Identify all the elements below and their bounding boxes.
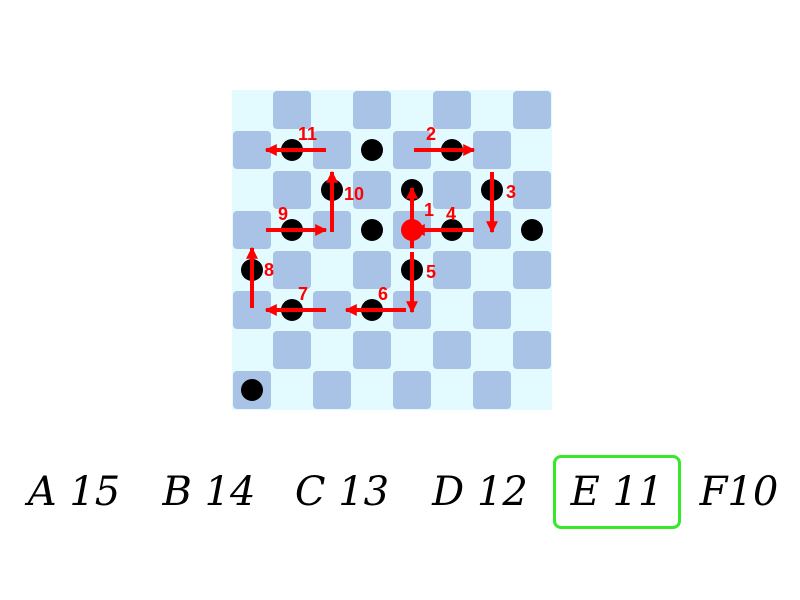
board-cell — [352, 370, 392, 410]
board-cell-dark — [313, 131, 351, 169]
board-cell — [232, 170, 272, 210]
board-cell — [232, 330, 272, 370]
board-cell-dark — [433, 331, 471, 369]
board-cell-dark — [313, 291, 351, 329]
board-cell — [512, 370, 552, 410]
answer-option-b[interactable]: B 14 — [162, 469, 256, 515]
answer-option-a[interactable]: A 15 — [27, 469, 121, 515]
board-cell — [312, 250, 352, 290]
board-cell — [432, 370, 472, 410]
answer-option-e[interactable]: E 11 — [553, 455, 681, 529]
answer-option-c[interactable]: C 13 — [294, 469, 390, 515]
board-cell-dark — [273, 171, 311, 209]
board-cell-dark — [433, 171, 471, 209]
move-label: 2 — [426, 124, 436, 144]
move-label: 10 — [344, 184, 364, 204]
board-cell-dark — [273, 251, 311, 289]
board-cell — [512, 290, 552, 330]
board-cell-dark — [433, 251, 471, 289]
answer-option-d[interactable]: D 12 — [432, 469, 528, 515]
board-cell-dark — [473, 291, 511, 329]
board-cell-dark — [353, 251, 391, 289]
puzzle-board: 1 2 3 4 5 6 7 8 9 10 11 — [232, 90, 552, 410]
board-cell-dark — [273, 331, 311, 369]
board-cell-dark — [353, 171, 391, 209]
board-cell-dark — [513, 331, 551, 369]
black-piece — [361, 219, 383, 241]
board-cell — [432, 290, 472, 330]
black-piece — [361, 139, 383, 161]
board-cell — [312, 330, 352, 370]
board-cell — [392, 330, 432, 370]
move-label: 8 — [264, 260, 274, 280]
move-label: 7 — [298, 284, 308, 304]
board-cell-dark — [433, 91, 471, 129]
board-cell — [392, 90, 432, 130]
board-cell-dark — [233, 131, 271, 169]
board-cell — [472, 90, 512, 130]
board-cell-dark — [513, 171, 551, 209]
board-cell — [232, 90, 272, 130]
board-cell-dark — [513, 251, 551, 289]
board-cell — [512, 130, 552, 170]
board-cell-dark — [313, 371, 351, 409]
board-cell-dark — [233, 211, 271, 249]
black-piece — [521, 219, 543, 241]
answer-option-f[interactable]: F10 — [699, 469, 779, 515]
board-cell — [312, 90, 352, 130]
board-cell — [472, 330, 512, 370]
board-cell-dark — [473, 131, 511, 169]
board-cell-dark — [273, 91, 311, 129]
move-label: 1 — [424, 200, 434, 220]
board-cell-dark — [233, 291, 271, 329]
move-label: 6 — [378, 284, 388, 304]
board-cell-dark — [393, 131, 431, 169]
board-cell-dark — [473, 371, 511, 409]
move-label: 4 — [446, 204, 456, 224]
move-label: 3 — [506, 182, 516, 202]
board-cell-dark — [353, 91, 391, 129]
board-cell-dark — [353, 331, 391, 369]
move-label: 11 — [298, 124, 317, 144]
board-cell — [272, 370, 312, 410]
move-label: 5 — [426, 262, 436, 282]
board-cell-dark — [393, 371, 431, 409]
black-piece — [241, 379, 263, 401]
board-cell — [472, 250, 512, 290]
board-cell-dark — [513, 91, 551, 129]
move-label: 9 — [278, 204, 288, 224]
